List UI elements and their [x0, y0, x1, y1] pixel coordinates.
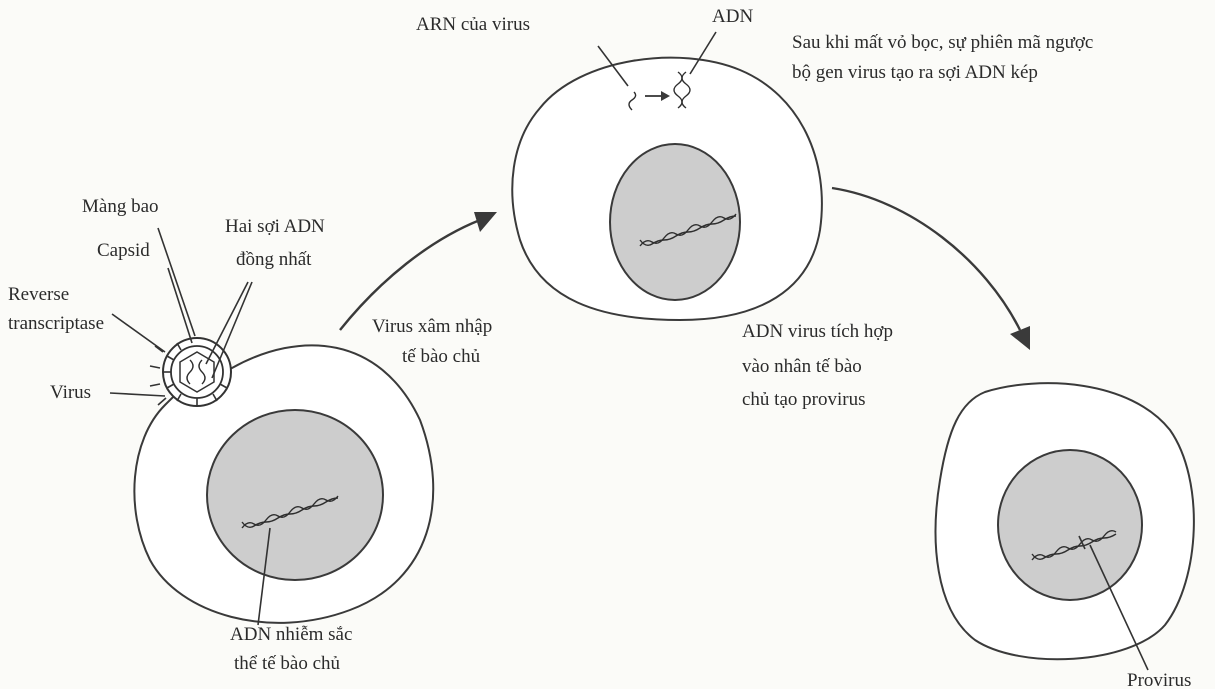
cell-3-host — [934, 382, 1195, 661]
arrow-entry — [339, 212, 497, 331]
virus-rna-strand-2 — [198, 359, 206, 385]
cell-2-host-dna — [639, 213, 737, 247]
cell-3-nucleus — [997, 449, 1143, 601]
cell-1-host-dna — [241, 495, 339, 529]
virus-particle — [149, 337, 232, 407]
virus-envelope-segments — [163, 342, 228, 406]
label-entry-2: tế bào chủ — [402, 346, 481, 367]
virus-spikes — [149, 345, 167, 406]
label-host-dna-2: thể tế bào chủ — [234, 653, 341, 674]
cell-2-host — [511, 56, 823, 322]
label-reverse-2: transcriptase — [8, 313, 104, 334]
label-host-dna-1: ADN nhiễm sắc — [230, 624, 352, 645]
provirus-leader-line — [1089, 544, 1149, 671]
cell-2-leader-lines — [597, 31, 717, 87]
virus-core — [179, 351, 215, 393]
label-hai-soi-adn-2: đồng nhất — [236, 249, 312, 270]
cell-1-leader-lines — [109, 227, 271, 626]
cell-1-host — [133, 344, 435, 624]
label-mang-bao: Màng bao — [82, 196, 159, 217]
label-reverse-1: Reverse — [8, 284, 69, 305]
cell-1-nucleus — [206, 409, 384, 581]
label-integrate-3: chủ tạo provirus — [742, 389, 865, 410]
rt-arrow — [645, 91, 670, 101]
viral-rna — [628, 91, 637, 111]
label-capsid: Capsid — [97, 240, 150, 261]
viral-dna-double — [673, 71, 691, 109]
cell-2-nucleus — [609, 143, 741, 301]
label-arn-virus: ARN của virus — [416, 14, 530, 35]
cell-3-provirus-dna — [1031, 529, 1117, 561]
label-virus: Virus — [50, 382, 91, 403]
label-provirus: Provirus — [1127, 670, 1191, 689]
label-adn: ADN — [712, 6, 753, 27]
virus-rna-strand-1 — [186, 359, 194, 385]
label-entry-1: Virus xâm nhập — [372, 316, 492, 337]
label-integrate-1: ADN virus tích hợp — [742, 321, 893, 342]
label-hai-soi-adn-1: Hai sợi ADN — [225, 216, 325, 237]
arrow-integration — [831, 186, 1030, 350]
label-uncoat-2: bộ gen virus tạo ra sợi ADN kép — [792, 62, 1038, 83]
label-uncoat-1: Sau khi mất vỏ bọc, sự phiên mã ngược — [792, 32, 1093, 53]
label-integrate-2: vào nhân tế bào — [742, 356, 862, 377]
